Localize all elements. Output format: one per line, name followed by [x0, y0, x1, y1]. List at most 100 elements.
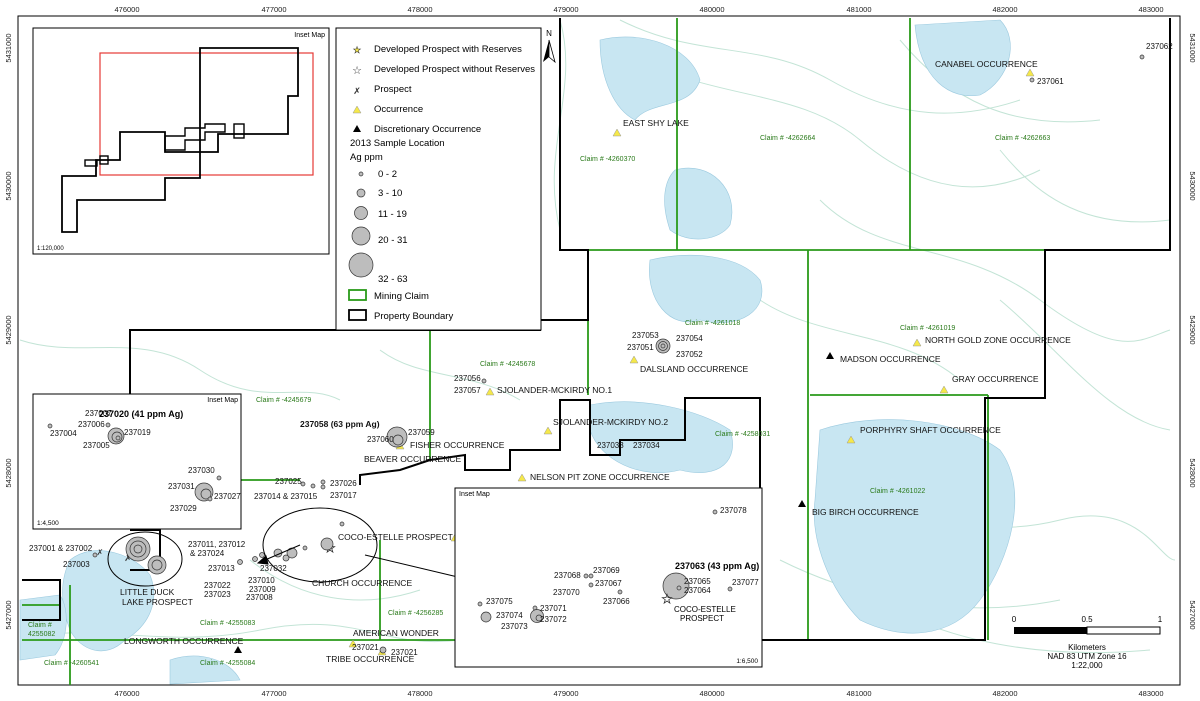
label-gray: GRAY OCCURRENCE	[952, 374, 1039, 384]
inset-west-label: 237030	[188, 466, 215, 475]
label-north-gold-zone: NORTH GOLD ZONE OCCURRENCE	[925, 335, 1071, 345]
inset-east-label: 237068	[554, 571, 581, 580]
legend-item-developed-without: Developed Prospect without Reserves	[374, 64, 535, 75]
grid-tick-left: 5430000	[4, 171, 13, 200]
overview-inset-title: Inset Map	[294, 32, 325, 39]
label-east-shy-lake: EAST SHY LAKE	[623, 118, 689, 128]
inset-east-label: 237070	[553, 588, 580, 597]
claim-label: Claim # -4255083	[200, 620, 255, 627]
grid-tick-top: 479000	[553, 5, 578, 14]
inset-west: Inset Map 237007 237006 237004 237019 23…	[32, 393, 242, 530]
sample-label: 237021	[352, 643, 379, 652]
dalsland-lake	[649, 254, 763, 323]
claim-label: Claim # -4261018	[685, 320, 740, 327]
inset-east-label: 237075	[486, 597, 513, 606]
legend-prospect-icon: ✗	[353, 86, 361, 96]
sample-label: 237060	[367, 435, 394, 444]
inset-east-star-icon: ★	[662, 592, 673, 606]
label-nelson-pit: NELSON PIT ZONE OCCURRENCE	[530, 472, 670, 482]
inset-west-headline: 237020 (41 ppm Ag)	[99, 409, 183, 419]
grid-tick-bottom: 482000	[992, 689, 1017, 698]
discretionary-icon	[234, 646, 242, 653]
label-dalsland: DALSLAND OCCURRENCE	[640, 364, 748, 374]
label-fisher: FISHER OCCURRENCE	[410, 440, 505, 450]
inset-west-label: 237019	[124, 428, 151, 437]
grid-tick-right: 5428000	[1188, 458, 1197, 487]
sample-label: 237051	[627, 343, 654, 352]
inset-west-title: Inset Map	[207, 397, 238, 404]
sample-label: 237052	[676, 350, 703, 359]
legend-sample-unit: Ag ppm	[350, 152, 383, 163]
sample-label: 237034	[633, 441, 660, 450]
sample-label: 237010	[248, 576, 275, 585]
label-longworth: LONGWORTH OCCURRENCE	[124, 636, 244, 646]
discretionary-icon	[826, 352, 834, 359]
scalebar-tick: 1	[1158, 615, 1163, 624]
grid-tick-top: 482000	[992, 5, 1017, 14]
inset-east-scale: 1:6,500	[736, 658, 758, 665]
inset-west-label: 237027	[214, 492, 241, 501]
legend-class-2-icon	[354, 206, 368, 220]
occurrence-icon	[912, 338, 922, 347]
sample-label: 237023	[204, 590, 231, 599]
legend-item-developed-with: Developed Prospect with Reserves	[374, 44, 522, 55]
inset-east-label: 237069	[593, 566, 620, 575]
inset-west-label: 237004	[50, 429, 77, 438]
legend-class-3-icon	[351, 226, 371, 246]
grid-tick-bottom: 477000	[261, 689, 286, 698]
grid-tick-bottom: 476000	[114, 689, 139, 698]
inset-west-scale: 1:4,500	[37, 520, 59, 527]
legend-discretionary-icon	[353, 125, 361, 132]
inset-east-headline: 237063 (43 ppm Ag)	[675, 561, 759, 571]
sample-label: 237054	[676, 334, 703, 343]
claim-label: Claim # -4261019	[900, 325, 955, 332]
sample-label: 237057	[454, 386, 481, 395]
inset-east-label: 237072	[540, 615, 567, 624]
north-lake	[664, 167, 733, 240]
inset-east-label: 237067	[595, 579, 622, 588]
claim-label: Claim # -4262663	[995, 135, 1050, 142]
label-sjolander-2: SJOLANDER-MCKIRDY NO.2	[553, 417, 668, 427]
legend: ★ Developed Prospect with Reserves ☆ Dev…	[335, 27, 542, 331]
claim-label: Claim # -4245679	[256, 397, 311, 404]
legend-item-discretionary: Discretionary Occurrence	[374, 124, 481, 135]
sample-label: 237001 & 237002	[29, 544, 93, 553]
label-sjolander-1: SJOLANDER-MCKIRDY NO.1	[497, 385, 612, 395]
occurrence-labels: CANABEL OCCURRENCE EAST SHY LAKE DALSLAN…	[120, 59, 1071, 664]
sample-label: 237022	[204, 581, 231, 590]
sample-label: 237056	[454, 374, 481, 383]
occurrence-icon	[543, 426, 553, 435]
sample-label-group: 237011, 237012& 237024	[188, 540, 246, 558]
scalebar-units: Kilometers	[1068, 643, 1106, 652]
occurrence-icon	[485, 387, 495, 396]
grid-tick-top: 477000	[261, 5, 286, 14]
inset-east-label: 237066	[603, 597, 630, 606]
grid-tick-bottom: 479000	[553, 689, 578, 698]
claim-label: Claim # -4262664	[760, 135, 815, 142]
label-tribe: TRIBE OCCURRENCE	[326, 654, 415, 664]
scale-bar: 0 0.5 1 Kilometers NAD 83 UTM Zone 16 1:…	[1012, 615, 1163, 670]
label-big-birch: BIG BIRCH OCCURRENCE	[812, 507, 919, 517]
grid-tick-right: 5430000	[1188, 171, 1197, 200]
legend-class-0-icon	[358, 171, 364, 177]
north-label: N	[546, 29, 552, 38]
sample-label: 237059	[408, 428, 435, 437]
label-madson: MADSON OCCURRENCE	[840, 354, 941, 364]
claim-label: Claim # -4256285	[388, 610, 443, 617]
occurrence-icon	[846, 435, 856, 444]
big-birch-lake	[813, 419, 1016, 634]
sample-label: 237053	[632, 331, 659, 340]
legend-class-3: 20 - 31	[378, 235, 408, 246]
grid-tick-right: 5427000	[1188, 600, 1197, 629]
grid-tick-left: 5429000	[4, 315, 13, 344]
occurrence-icon	[1025, 68, 1035, 77]
sample-label-highlight: 237058 (63 ppm Ag)	[300, 419, 380, 429]
occurrence-icon	[517, 473, 527, 482]
grid-tick-top: 481000	[846, 5, 871, 14]
sample-label: 237026	[330, 479, 357, 488]
occurrence-icon	[348, 639, 358, 648]
grid-tick-right: 5429000	[1188, 315, 1197, 344]
